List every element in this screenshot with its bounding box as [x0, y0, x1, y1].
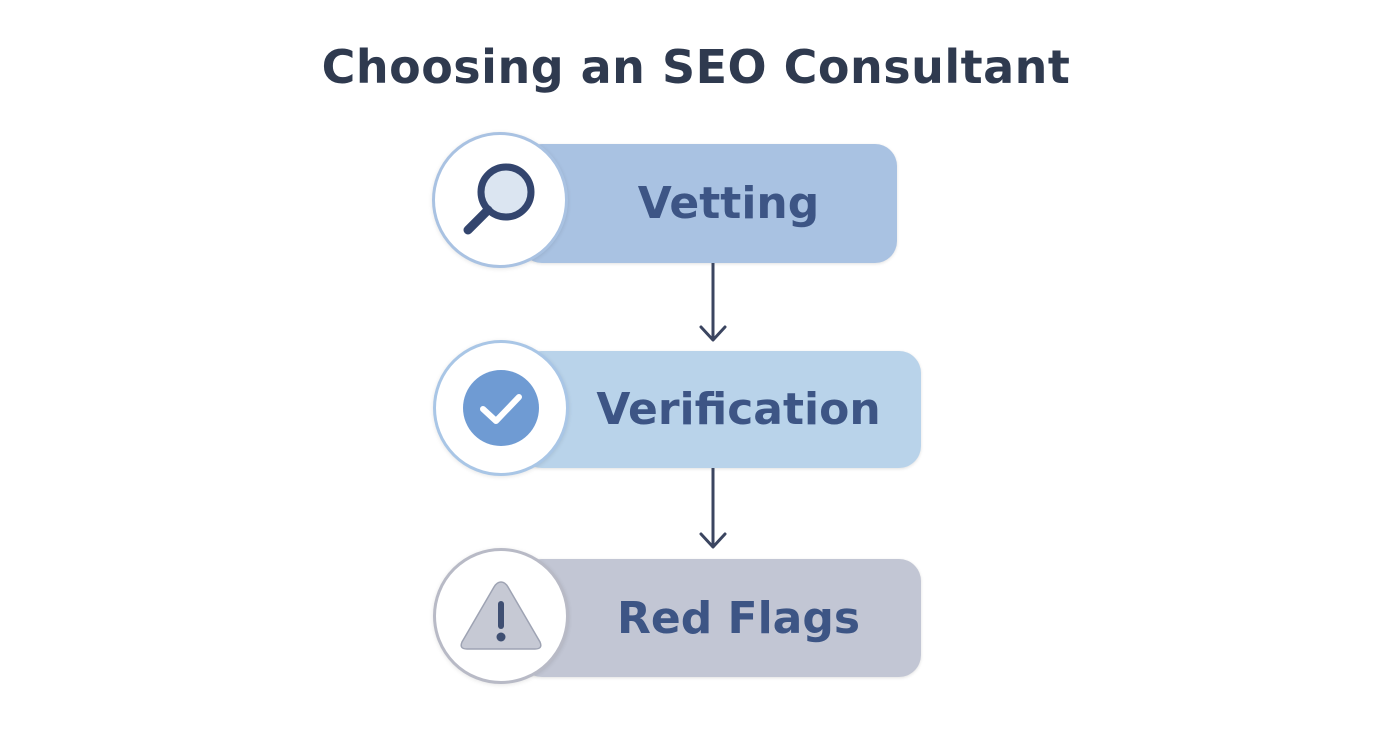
step-vetting-icon-circle: [432, 132, 568, 268]
step-vetting-label: Vetting: [637, 178, 820, 229]
check-circle-icon: [463, 370, 539, 446]
step-red-flags-label: Red Flags: [616, 592, 861, 644]
arrow-down-icon: [699, 468, 727, 549]
warning-triangle-icon: [460, 581, 542, 650]
step-verification-bar: Verification: [520, 351, 921, 468]
step-red-flags-icon-circle: [433, 548, 569, 684]
step-verification-label: Verification: [596, 384, 881, 435]
diagram-title: Choosing an SEO Consultant: [321, 40, 1071, 94]
step-vetting-bar: Vetting: [520, 144, 897, 263]
step-red-flags-bar: Red Flags: [520, 559, 921, 677]
magnifying-glass-icon: [463, 163, 535, 235]
step-verification-icon-circle: [433, 340, 569, 476]
arrow-down-icon: [699, 263, 727, 342]
